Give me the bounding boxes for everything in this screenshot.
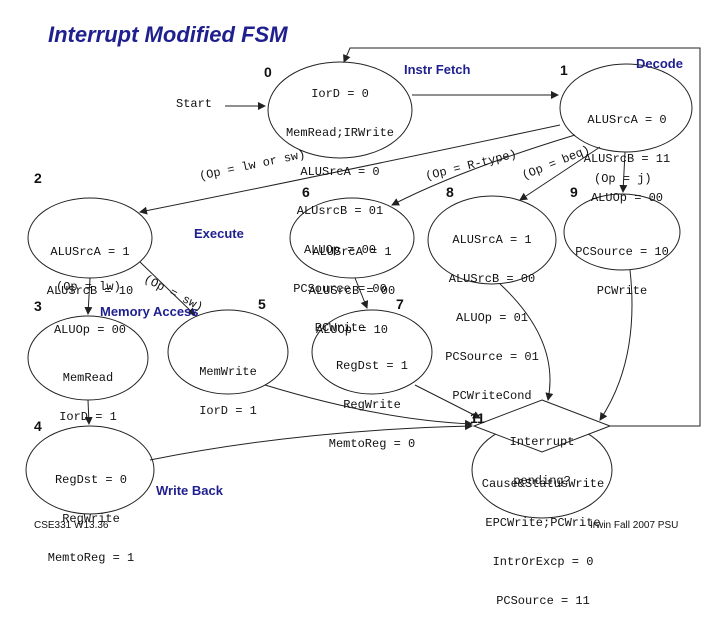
interrupt-question-line: pending? — [513, 474, 571, 488]
state-1-line: ALUSrcB = 11 — [583, 152, 671, 166]
state-6-line: ALUSrcB = 00 — [308, 284, 396, 298]
state-11-line: IntrOrExcp = 0 — [492, 555, 594, 569]
state-9-ellipse — [563, 193, 681, 271]
state-4-phase: Write Back — [156, 483, 223, 498]
state-8-line: ALUOp = 01 — [455, 311, 528, 325]
arrow-9-to-interrupt — [599, 269, 633, 421]
state-2-number: 2 — [34, 170, 42, 186]
state-3-body: MemRead IorD = 1 — [40, 346, 136, 437]
state-1-number: 1 — [560, 62, 568, 78]
state-5-number: 5 — [258, 296, 266, 312]
arrow-1-to-6 — [391, 134, 576, 206]
state-0-number: 0 — [264, 64, 272, 80]
state-8-line: ALUSrcB = 00 — [448, 272, 536, 286]
state-6-body: ALUSrcA = 1 ALUSrcB = 00 ALUOp = 10 — [296, 220, 408, 350]
state-4-line: RegWrite — [62, 512, 120, 526]
arrow-7-to-interrupt — [414, 384, 481, 419]
interrupt-question-line: Interrupt — [509, 435, 575, 449]
footer-right: Irwin Fall 2007 PSU — [590, 520, 679, 531]
state-6-line: ALUSrcA = 1 — [312, 245, 392, 259]
state-5-ellipse — [167, 309, 289, 395]
cond-j: (Op = j) — [594, 172, 652, 186]
arrow-3-to-4 — [84, 399, 93, 425]
state-8-line: PCWriteCond — [452, 389, 532, 403]
state-8-number: 8 — [446, 184, 454, 200]
state-1-phase: Decode — [636, 56, 683, 71]
state-4-number: 4 — [34, 418, 42, 434]
state-6-line: ALUOp = 10 — [315, 323, 388, 337]
cond-lw: (Op = lw) — [56, 280, 121, 294]
state-6-phase: Execute — [194, 226, 244, 241]
state-0-line: IorD = 0 — [311, 87, 369, 101]
state-6-ellipse — [289, 197, 415, 279]
state-2-line: ALUSrcA = 1 — [50, 245, 130, 259]
state-0-line: MemRead;IRWrite — [285, 126, 395, 140]
arrow-4-to-interrupt — [149, 422, 473, 461]
state-0-line: PCWrite — [314, 321, 366, 335]
arrow-1-to-9 — [619, 151, 628, 193]
state-9-line: PCWrite — [596, 284, 648, 298]
state-5-line: MemWrite — [199, 365, 257, 379]
state-8-line: ALUSrcA = 1 — [452, 233, 532, 247]
state-8-body: ALUSrcA = 1 ALUSrcB = 00 ALUOp = 01 PCSo… — [430, 208, 554, 416]
arrow-1-to-8 — [519, 146, 601, 201]
state-5-line: IorD = 1 — [199, 404, 257, 418]
state-4-line: MemtoReg = 1 — [47, 551, 135, 565]
state-2-line: ALUSrcB = 10 — [46, 284, 134, 298]
state-0-body: IorD = 0 MemRead;IRWrite ALUSrcA = 0 ALU… — [270, 62, 410, 348]
footer-left: CSE331 W13.36 — [34, 520, 109, 531]
state-0-line: PCSource = 00 — [293, 282, 387, 296]
arrow-2-to-5 — [139, 261, 196, 316]
state-9-body: PCSource = 10 PCWrite — [564, 220, 680, 311]
state-6-number: 6 — [302, 184, 310, 200]
arrow-1-to-2 — [139, 124, 561, 215]
state-2-body: ALUSrcA = 1 ALUSrcB = 10 ALUOp = 00 — [34, 220, 146, 350]
state-7-line: RegDst = 1 — [335, 359, 408, 373]
state-8-line: PCSource = 01 — [445, 350, 539, 364]
state-0-phase: Instr Fetch — [404, 62, 471, 77]
state-1-ellipse — [559, 63, 693, 153]
interrupt-diamond — [472, 399, 612, 453]
arrow-8-to-interrupt — [499, 283, 554, 401]
state-3-line: IorD = 1 — [59, 410, 117, 424]
state-4-line: RegDst = 0 — [54, 473, 127, 487]
state-3-line: MemRead — [62, 371, 114, 385]
state-9-line: PCSource = 10 — [575, 245, 669, 259]
state-7-line: RegWrite — [343, 398, 401, 412]
state-0-ellipse — [267, 61, 413, 159]
state-5-body: MemWrite IorD = 1 — [180, 340, 276, 431]
state-2-line: ALUOp = 00 — [53, 323, 126, 337]
start-label: Start — [176, 97, 213, 111]
interrupt-question: Interrupt pending? — [504, 410, 580, 501]
state-7-line: MemtoReg = 0 — [328, 437, 416, 451]
state-11-line: Cause&StatusWrite — [481, 477, 605, 491]
state-0-line: ALUsrcB = 01 — [296, 204, 384, 218]
state-7-body: RegDst = 1 RegWrite MemtoReg = 0 — [316, 334, 428, 464]
arrow-6-to-7 — [354, 277, 369, 309]
state-9-number: 9 — [570, 184, 578, 200]
state-7-number: 7 — [396, 296, 404, 312]
state-4-ellipse — [25, 425, 155, 515]
state-3-number: 3 — [34, 298, 42, 314]
page-title: Interrupt Modified FSM — [48, 22, 288, 47]
state-11-number: 11 — [470, 410, 485, 426]
state-1-line: ALUOp = 00 — [590, 191, 663, 205]
state-0-line: ALUSrcA = 0 — [300, 165, 380, 179]
state-1-line: ALUSrcA = 0 — [587, 113, 667, 127]
arrow-interrupt-loop-to-0 — [343, 47, 701, 427]
state-3-phase: Memory Access — [100, 304, 199, 319]
state-11-line: EPCWrite;PCWrite — [485, 516, 601, 530]
state-7-ellipse — [311, 309, 433, 395]
state-11-body: Cause&StatusWrite EPCWrite;PCWrite IntrO… — [472, 452, 614, 621]
arrow-5-to-interrupt — [264, 384, 473, 428]
state-1-body: ALUSrcA = 0 ALUSrcB = 11 ALUOp = 00 — [562, 88, 692, 218]
state-0-line: ALUOp = 00 — [303, 243, 376, 257]
state-4-body: RegDst = 0 RegWrite MemtoReg = 1 — [36, 448, 146, 578]
state-11-line: PCSource = 11 — [496, 594, 590, 608]
fsm-diagram — [25, 47, 701, 519]
state-8-ellipse — [427, 195, 557, 285]
arrow-2-to-3 — [84, 277, 93, 315]
